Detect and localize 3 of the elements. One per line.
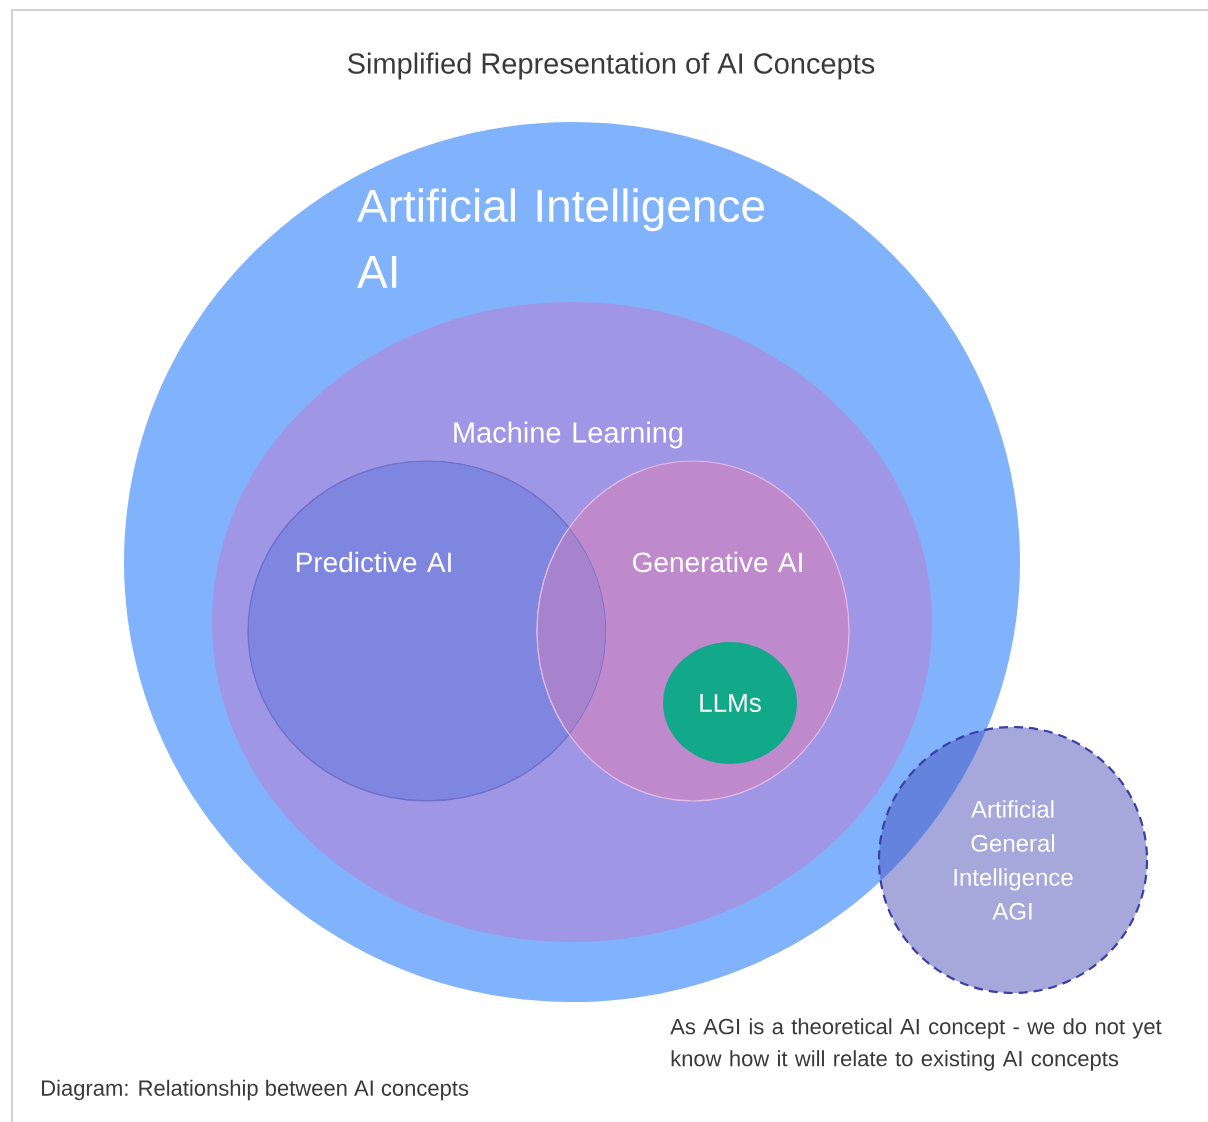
title: Simplified Representation of AI Concepts <box>347 52 875 80</box>
note: As AGI is a theoretical AI concept - we do not yet know how it will relate to existing AI concepts <box>670 1018 1162 1071</box>
caption: Diagram: Relationship between AI concepts <box>42 1079 469 1101</box>
